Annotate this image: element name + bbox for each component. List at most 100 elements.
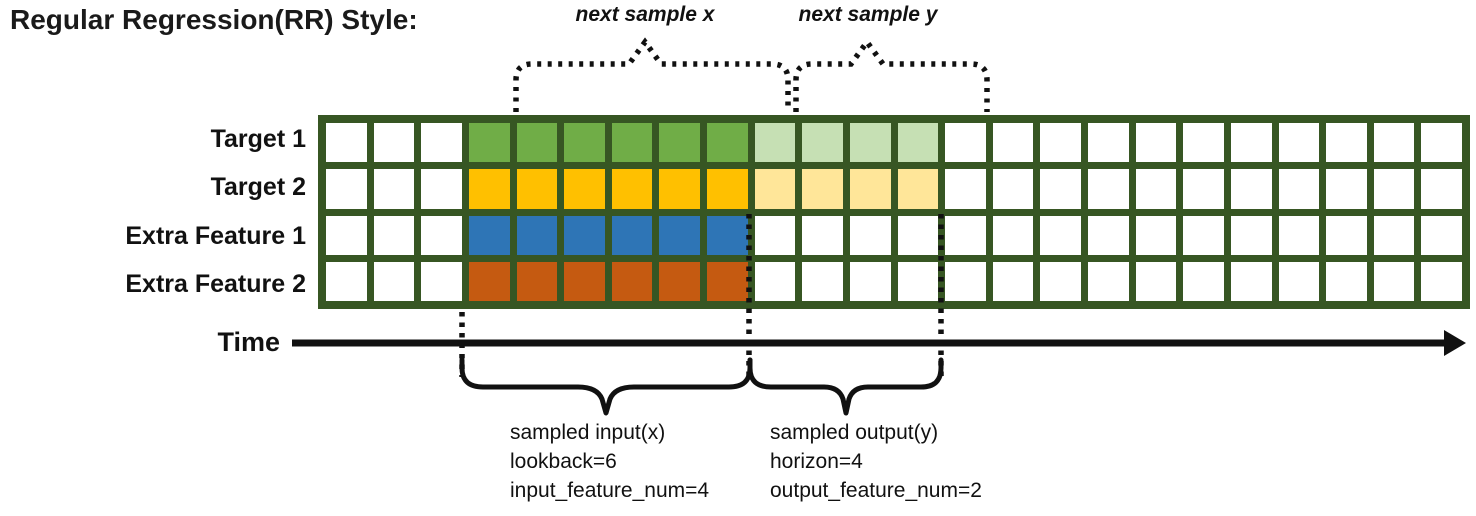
sampled-input-line-1: sampled input(x): [510, 421, 666, 444]
next-sample-y-label: next sample y: [798, 3, 938, 26]
grid-cell: [992, 215, 1034, 255]
grid-cell: [516, 123, 558, 163]
grid-cell: [1088, 261, 1129, 301]
grid-cell: [945, 169, 986, 209]
grid-cell: [1230, 261, 1272, 301]
grid-cell: [1373, 215, 1415, 255]
grid-cell: [1135, 169, 1177, 209]
grid-cell: [945, 215, 986, 255]
grid-cell: [421, 261, 462, 301]
grid-cell: [1326, 215, 1367, 255]
grid-cell: [707, 261, 748, 301]
grid-cell: [1230, 169, 1272, 209]
grid-cell: [992, 169, 1034, 209]
grid-cell: [945, 123, 986, 163]
sampled-input-caption: sampled input(x) lookback=6 input_featur…: [510, 418, 709, 505]
sampled-output-line-2: horizon=4: [770, 450, 863, 473]
grid-cell: [468, 261, 510, 301]
grid-cell: [564, 261, 605, 301]
next-sample-x-label: next sample x: [575, 3, 715, 26]
sampled-output-brace: [747, 357, 944, 416]
grid-cell: [1326, 123, 1367, 163]
grid-cell: [1230, 215, 1272, 255]
row-label-extra-feature-1: Extra Feature 1: [125, 221, 306, 250]
grid-cell: [1278, 215, 1320, 255]
row-label-column: Target 1 Target 2 Extra Feature 1 Extra …: [0, 115, 310, 309]
sampled-input-line-2: lookback=6: [510, 450, 617, 473]
grid-cell: [421, 123, 462, 163]
grid-cell: [564, 169, 605, 209]
grid-cell: [754, 123, 796, 163]
grid-cell: [1040, 123, 1081, 163]
row-label-target-2: Target 2: [210, 173, 306, 202]
grid-cell: [468, 215, 510, 255]
grid-cell: [849, 123, 891, 163]
grid-cell: [992, 123, 1034, 163]
grid-cell: [373, 123, 415, 163]
grid-cell: [1373, 123, 1415, 163]
grid-cell: [897, 261, 939, 301]
grid-cell: [897, 169, 939, 209]
grid-cell: [1421, 215, 1462, 255]
grid-cell: [1183, 261, 1224, 301]
grid-cell: [802, 215, 843, 255]
grid-cell: [754, 215, 796, 255]
grid-cell: [897, 123, 939, 163]
grid-cell: [373, 215, 415, 255]
grid-cell: [707, 169, 748, 209]
grid-cell: [802, 261, 843, 301]
grid-cell: [1278, 123, 1320, 163]
grid-cell: [326, 169, 367, 209]
grid-cell: [707, 215, 748, 255]
grid-cell: [1135, 123, 1177, 163]
grid-cell: [1088, 215, 1129, 255]
grid-cell: [611, 261, 653, 301]
grid-cell: [1040, 169, 1081, 209]
grid-cell: [611, 169, 653, 209]
next-sample-y-brace: [793, 37, 990, 112]
diagram-title: Regular Regression(RR) Style:: [10, 4, 418, 35]
grid-cell: [326, 215, 367, 255]
grid-cell: [516, 169, 558, 209]
grid-cell: [1278, 261, 1320, 301]
sampled-input-line-3: input_feature_num=4: [510, 479, 710, 502]
grid-cell: [373, 261, 415, 301]
grid-cell: [1183, 123, 1224, 163]
grid-cell: [1326, 261, 1367, 301]
next-sample-x-brace: [513, 37, 791, 112]
grid-cell: [754, 169, 796, 209]
grid-cell: [659, 169, 700, 209]
grid-cell: [611, 123, 653, 163]
time-axis-arrowhead: [1444, 330, 1466, 356]
grid-cell: [326, 261, 367, 301]
grid-cell: [1183, 215, 1224, 255]
row-label-target-1: Target 1: [210, 124, 306, 153]
grid-cell: [326, 123, 367, 163]
sample-grid: [318, 115, 1470, 309]
grid-cell: [707, 123, 748, 163]
grid-cell: [1421, 261, 1462, 301]
grid-cell: [1326, 169, 1367, 209]
grid-cell: [611, 215, 653, 255]
grid-cell: [516, 215, 558, 255]
grid-cell: [945, 261, 986, 301]
grid-cell: [659, 215, 700, 255]
grid-cell: [1373, 261, 1415, 301]
grid-cell: [1088, 123, 1129, 163]
grid-cell: [849, 169, 891, 209]
grid-cell: [1183, 169, 1224, 209]
sampled-output-line-3: output_feature_num=2: [770, 479, 982, 502]
grid-cell: [659, 123, 700, 163]
grid-cell: [421, 169, 462, 209]
sampled-output-caption: sampled output(y) horizon=4 output_featu…: [770, 418, 982, 505]
grid-cell: [1135, 261, 1177, 301]
grid-cell: [1040, 261, 1081, 301]
grid-cell: [754, 261, 796, 301]
grid-cell: [849, 261, 891, 301]
row-label-extra-feature-2: Extra Feature 2: [125, 270, 306, 299]
sampled-output-line-1: sampled output(y): [770, 421, 939, 444]
time-axis-label: Time: [217, 327, 280, 357]
grid-cell: [373, 169, 415, 209]
grid-cell: [1088, 169, 1129, 209]
